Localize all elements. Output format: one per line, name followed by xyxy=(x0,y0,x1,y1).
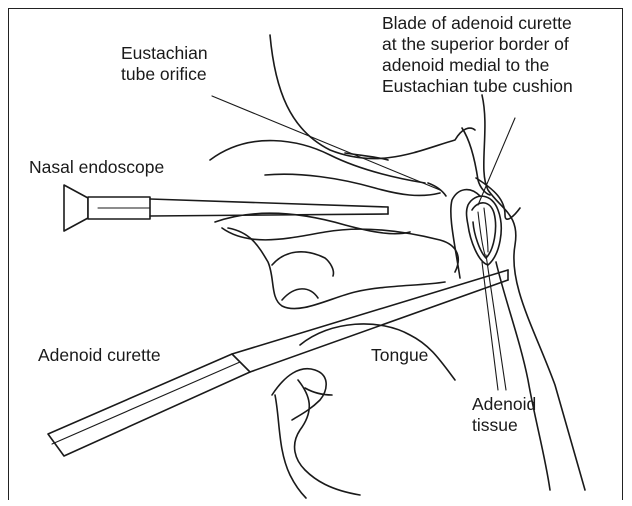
label-blade-line-4: Eustachian tube cushion xyxy=(382,76,573,97)
label-adenoid-tissue: Adenoid tissue xyxy=(472,394,536,436)
larynx-front xyxy=(275,395,306,498)
soft-palate xyxy=(282,289,318,300)
label-adenoid-curette: Adenoid curette xyxy=(38,345,161,366)
label-blade-line-1: Blade of adenoid curette xyxy=(382,13,573,34)
nasal-floor xyxy=(222,228,458,272)
curette-handle xyxy=(48,354,250,456)
label-eustachian-line-1: Eustachian xyxy=(121,43,208,64)
label-nasal-endoscope: Nasal endoscope xyxy=(29,157,164,178)
label-eustachian-orifice: Eustachian tube orifice xyxy=(121,43,208,85)
label-eustachian-line-2: tube orifice xyxy=(121,64,208,85)
endoscope-eyepiece xyxy=(64,185,88,231)
tongue-base-fold xyxy=(305,388,332,395)
label-blade: Blade of adenoid curette at the superior… xyxy=(382,13,573,97)
curette-handle-groove xyxy=(52,362,240,444)
label-adenoid-line-1: Adenoid xyxy=(472,394,536,415)
label-blade-line-2: at the superior border of xyxy=(382,34,573,55)
epiglottis xyxy=(295,380,360,495)
palate-inner xyxy=(272,252,333,276)
oral-floor xyxy=(272,369,326,420)
label-adenoid-line-2: tissue xyxy=(472,415,536,436)
label-blade-line-3: adenoid medial to the xyxy=(382,55,573,76)
label-tongue: Tongue xyxy=(371,345,428,366)
turbinate-middle xyxy=(265,174,440,195)
